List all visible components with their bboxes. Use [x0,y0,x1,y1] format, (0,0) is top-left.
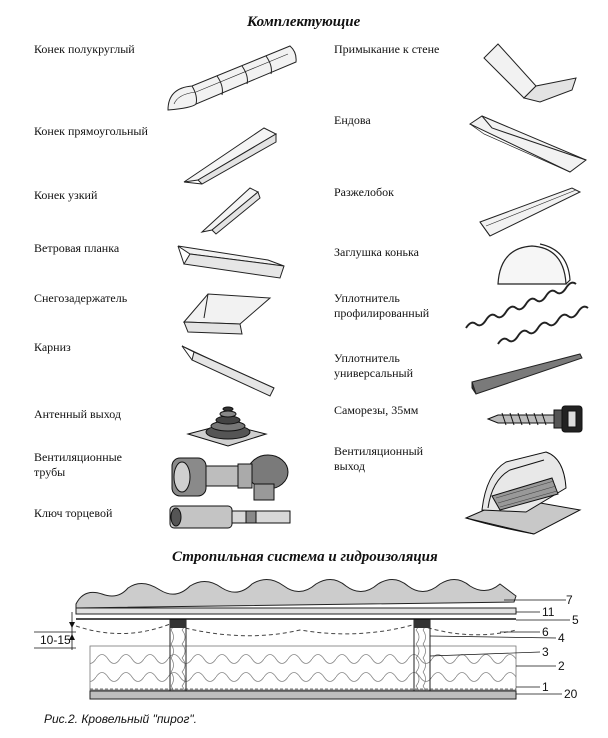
batten-layer [75,607,517,615]
layer-number-5: 5 [572,613,579,627]
label-socket-key: Ключ торцевой [34,506,113,520]
rafter-right [413,619,431,693]
label-ridge-narrow: Конек узкий [34,188,98,202]
layer-number-6: 6 [542,625,549,639]
label-ridge-round: Конек полукруглый [34,42,135,56]
figure-caption: Рис.2. Кровельный "пирог". [44,712,197,726]
label-valley: Ендова [334,113,371,127]
socket-key-drawing [169,505,291,529]
gap-dimension-label: 10-15 [40,633,71,647]
label-ridge-rect: Конек прямоугольный [34,124,148,138]
label-ridge-cap: Заглушка конька [334,245,419,259]
valley-drawing [468,115,587,173]
wind-strip-drawing [177,245,285,279]
label-eave: Карниз [34,340,71,354]
valley-gutter-drawing [479,187,582,237]
insulation-layer [89,645,517,691]
label-wind-strip: Ветровая планка [34,241,120,255]
rafter-left [169,619,187,693]
layer-number-4: 4 [558,631,565,645]
ridge-round-drawing [167,45,297,111]
components-heading: Комплектующие [247,14,361,30]
label-screws: Саморезы, 35мм [334,403,419,417]
layer-number-1: 1 [542,680,549,694]
waterproof-membrane [75,623,517,637]
metal-tile-layer [75,579,517,609]
label-wall-abutment: Примыкание к стене [334,42,440,56]
eave-drawing [181,345,275,397]
ridge-narrow-drawing [200,187,261,235]
vent-outlet-drawing [464,451,582,535]
roof-pie-diagram [34,579,570,700]
ridge-cap-drawing [497,243,571,285]
wall-abutment-drawing [483,43,577,103]
vent-pipes-drawing [171,454,289,501]
label-valley-gutter: Разжелобок [334,185,394,199]
label-antenna-outlet: Антенный выход [34,407,122,421]
snow-guard-drawing [182,293,272,335]
profiled-sealant-drawing [465,281,589,345]
layer-number-11: 11 [542,605,555,619]
layer-number-7: 7 [566,593,573,607]
antenna-outlet-drawing [186,406,268,447]
inner-lining [89,690,517,700]
rafters-heading: Стропильная система и гидроизоляция [172,549,438,565]
ridge-rect-drawing [183,127,278,185]
layer-number-3: 3 [542,645,549,659]
screw-drawing [486,405,583,433]
universal-sealant-drawing [471,353,583,395]
layer-number-20: 20 [564,687,578,701]
label-snow-guard: Снегозадержатель [34,291,128,305]
layer-number-2: 2 [558,659,565,673]
